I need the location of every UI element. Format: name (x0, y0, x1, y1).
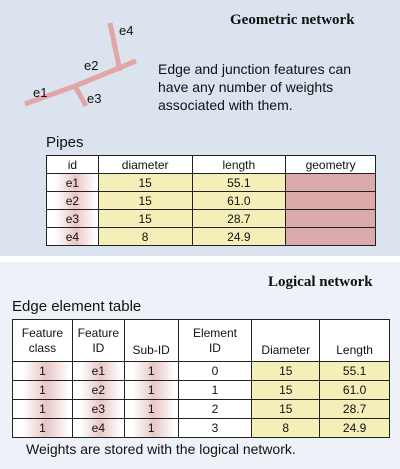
edge-cell-feature-class: 1 (12, 361, 73, 381)
edge-cell-element-id: 1 (177, 380, 253, 400)
edge-cell-length: 28.7 (319, 399, 390, 419)
pipes-cell-length: 61.0 (191, 191, 287, 210)
edge-cell-element-id: 0 (177, 361, 253, 381)
edge-cell-element-id: 3 (177, 418, 253, 438)
header-line: ID (92, 340, 105, 355)
label-e1: e1 (33, 85, 47, 100)
pipes-cell-length: 24.9 (191, 227, 287, 246)
header-line: Length (336, 343, 373, 357)
edge-cell-length: 55.1 (319, 361, 390, 381)
edge-cell-feature-class: 1 (12, 418, 73, 438)
pipes-cell-geometry (285, 209, 376, 228)
table-row: e2 15 61.0 (46, 191, 376, 210)
description-line-1: Edge and junction features can (158, 61, 352, 77)
edge-cell-diameter: 15 (251, 399, 321, 419)
network-diagram: e1 e2 e3 e4 (24, 22, 137, 108)
pipes-cell-id: e3 (46, 209, 99, 228)
geometric-network-title: Geometric network (230, 12, 355, 28)
header-line: ID (208, 340, 221, 355)
edge-cell-diameter: 8 (251, 418, 321, 438)
pipes-cell-geometry (285, 173, 376, 192)
pipes-header-row: id diameter length geometry (46, 155, 376, 174)
pipes-cell-length: 28.7 (191, 209, 287, 228)
edge-table-caption: Edge element table (12, 298, 142, 315)
pipes-cell-geometry (285, 227, 376, 246)
edge-cell-feature-id: e1 (71, 361, 125, 381)
table-row: e3 15 28.7 (46, 209, 376, 228)
edge-cell-feature-id: e4 (71, 418, 125, 438)
edge-cell-diameter: 15 (251, 361, 321, 381)
pipes-cell-length: 55.1 (191, 173, 287, 192)
edge-cell-element-id: 2 (177, 399, 253, 419)
pipes-header-diameter: diameter (97, 155, 193, 174)
label-e2: e2 (84, 58, 98, 73)
edge-cell-feature-id: e2 (71, 380, 125, 400)
header-line: class (28, 340, 57, 355)
table-row: 1 e1 1 0 15 55.1 (12, 361, 390, 381)
pipes-cell-id: e2 (46, 191, 99, 210)
pipes-cell-id: e1 (46, 173, 99, 192)
pipes-cell-diameter: 15 (97, 209, 193, 228)
edge-cell-diameter: 15 (251, 380, 321, 400)
logical-footer-note: Weights are stored with the logical netw… (26, 441, 296, 457)
header-line: Feature (77, 325, 119, 340)
edge-cell-length: 61.0 (319, 380, 390, 400)
edge-cell-feature-id: e3 (71, 399, 125, 419)
edge-cell-sub-id: 1 (123, 380, 179, 400)
pipes-header-length: length (191, 155, 287, 174)
edge-cell-sub-id: 1 (123, 399, 179, 419)
table-row: e4 8 24.9 (46, 227, 376, 246)
table-row: 1 e4 1 3 8 24.9 (12, 418, 390, 438)
header-line: Diameter (261, 343, 311, 357)
edge-cell-sub-id: 1 (123, 418, 179, 438)
header-line: Feature (21, 325, 64, 340)
table-row: 1 e3 1 2 15 28.7 (12, 399, 390, 419)
table-row: e1 15 55.1 (46, 173, 376, 192)
pipes-cell-geometry (285, 191, 376, 210)
description-line-3: associated with them. (158, 97, 293, 113)
table-row: 1 e2 1 1 15 61.0 (12, 380, 390, 400)
pipes-header-id: id (46, 155, 99, 174)
edge-cell-feature-class: 1 (12, 399, 73, 419)
label-e4: e4 (119, 23, 133, 38)
edge-e2-line (74, 58, 137, 89)
pipes-cell-diameter: 15 (97, 191, 193, 210)
geometric-description: Edge and junction features can have any … (158, 60, 351, 114)
description-line-2: have any number of weights (158, 79, 334, 95)
edge-e3-line (72, 84, 89, 108)
pipes-cell-diameter: 15 (97, 173, 193, 192)
edge-header-diameter: Diameter (251, 319, 321, 362)
edge-header-sub-id: Sub-ID (123, 319, 179, 362)
edge-e4-line (107, 22, 123, 72)
logical-network-title: Logical network (268, 274, 373, 290)
geometric-network-panel: Geometric network e1 e2 e3 e4 Edge and j… (0, 0, 400, 256)
edge-cell-sub-id: 1 (123, 361, 179, 381)
pipes-table: id diameter length geometry e1 15 55.1 e… (46, 155, 376, 246)
header-line: Element (192, 325, 237, 340)
header-line: Sub-ID (132, 343, 170, 357)
pipes-header-geometry: geometry (285, 155, 376, 174)
edge-header-length: Length (319, 319, 390, 362)
pipes-cell-id: e4 (46, 227, 99, 246)
label-e3: e3 (87, 91, 101, 106)
edge-e1-line (24, 83, 76, 107)
edge-cell-length: 24.9 (319, 418, 390, 438)
pipes-caption: Pipes (46, 134, 84, 151)
pipes-cell-diameter: 8 (97, 227, 193, 246)
edge-cell-feature-class: 1 (12, 380, 73, 400)
